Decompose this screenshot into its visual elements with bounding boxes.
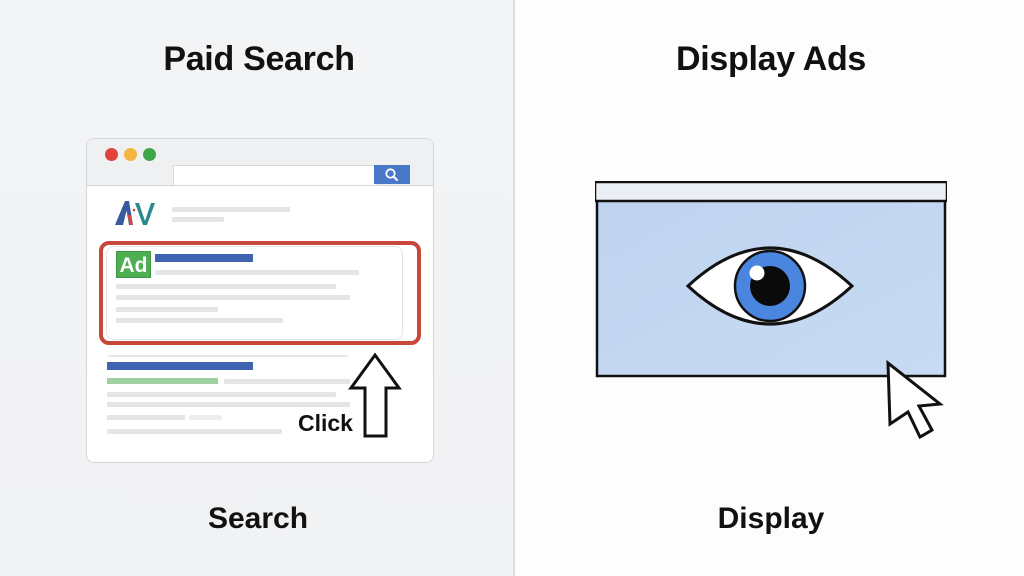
ad-highlight-frame: [99, 241, 421, 345]
search-input[interactable]: [173, 165, 377, 185]
site-logo: [113, 197, 161, 237]
organic-text-line: [107, 429, 282, 434]
ad-title-link[interactable]: [155, 254, 253, 262]
result-line: [172, 207, 290, 212]
up-arrow-icon: [348, 352, 402, 438]
organic-url-line: [107, 378, 218, 384]
paid-search-title: Paid Search: [163, 40, 355, 78]
maximize-dot-icon: [143, 148, 156, 161]
organic-title-link[interactable]: [107, 362, 253, 370]
organic-text-line: [224, 379, 350, 384]
panel-divider: [513, 0, 515, 576]
av-logo-icon: [115, 201, 155, 225]
display-ads-title: Display Ads: [675, 40, 867, 78]
ad-text-line: [116, 284, 336, 289]
search-button[interactable]: [374, 165, 410, 184]
organic-text-line: [189, 415, 222, 420]
organic-text-line: [107, 392, 336, 397]
mouse-pointer-icon: [886, 360, 944, 440]
ad-text-line: [116, 318, 283, 323]
ad-text-line: [155, 270, 359, 275]
minimize-dot-icon: [124, 148, 137, 161]
click-label: Click: [298, 410, 353, 436]
display-caption: Display: [717, 502, 825, 535]
browser-titlebar: [87, 139, 433, 186]
close-dot-icon: [105, 148, 118, 161]
result-line: [172, 217, 224, 222]
organic-text-line: [107, 402, 350, 407]
ad-text-line: [116, 295, 350, 300]
ad-text-line: [116, 307, 218, 312]
eye-icon: [685, 246, 855, 326]
separator-line: [108, 355, 348, 357]
search-caption: Search: [207, 502, 309, 535]
magnifier-icon: [385, 168, 398, 181]
ad-badge: Ad: [116, 251, 151, 278]
organic-text-line: [107, 415, 185, 420]
